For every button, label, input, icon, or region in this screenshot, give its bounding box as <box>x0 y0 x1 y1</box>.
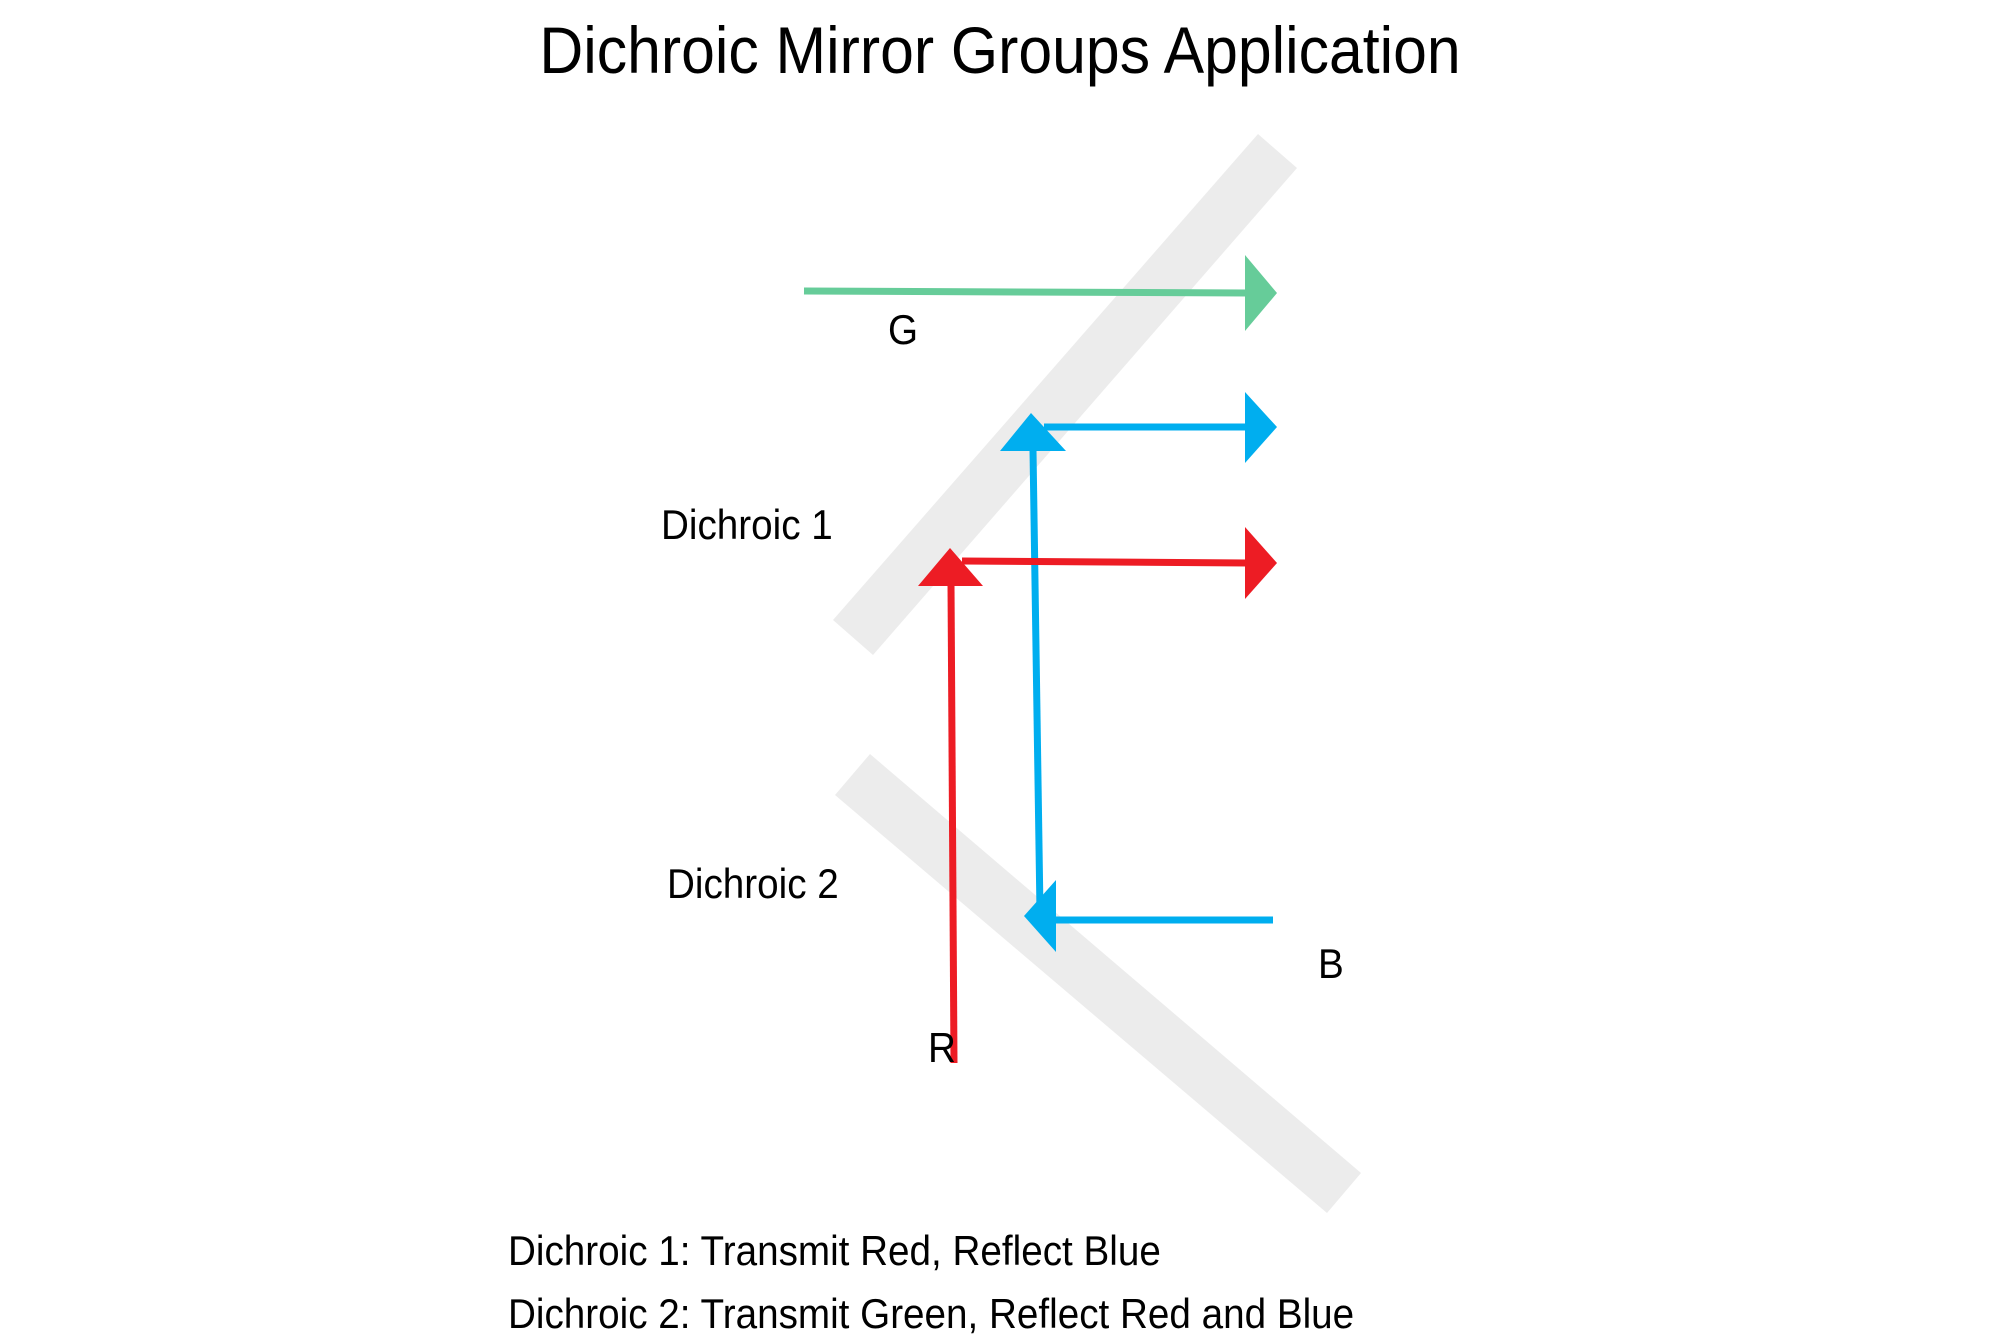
green-beam-arrow <box>803 255 1277 331</box>
red-beam-arrow <box>918 527 1277 1064</box>
blue-beam-arrow <box>1000 392 1277 952</box>
dichroic-1-description: Dichroic 1: Transmit Red, Reflect Blue <box>508 1227 1161 1274</box>
green-beam-label: G <box>888 306 919 353</box>
blue-right-arrowhead-icon <box>1245 392 1277 463</box>
blue-beam-label: B <box>1318 940 1344 987</box>
dichroic-2-label: Dichroic 2 <box>667 860 839 907</box>
red-right-arrowhead-icon <box>1245 527 1277 599</box>
blue-left-arrowhead-icon <box>1024 880 1056 952</box>
dichroic-1-mirror <box>833 134 1297 655</box>
blue-up-arrowhead-icon <box>1000 413 1066 451</box>
green-arrowhead-icon <box>1245 255 1277 331</box>
dichroic-2-description: Dichroic 2: Transmit Green, Reflect Red … <box>508 1290 1355 1337</box>
diagram-title: Dichroic Mirror Groups Application <box>539 13 1461 87</box>
dichroic-2-mirror <box>835 754 1361 1213</box>
red-up-arrowhead-icon <box>918 548 983 586</box>
dichroic-1-label: Dichroic 1 <box>661 501 833 548</box>
red-beam-label: R <box>928 1024 956 1071</box>
